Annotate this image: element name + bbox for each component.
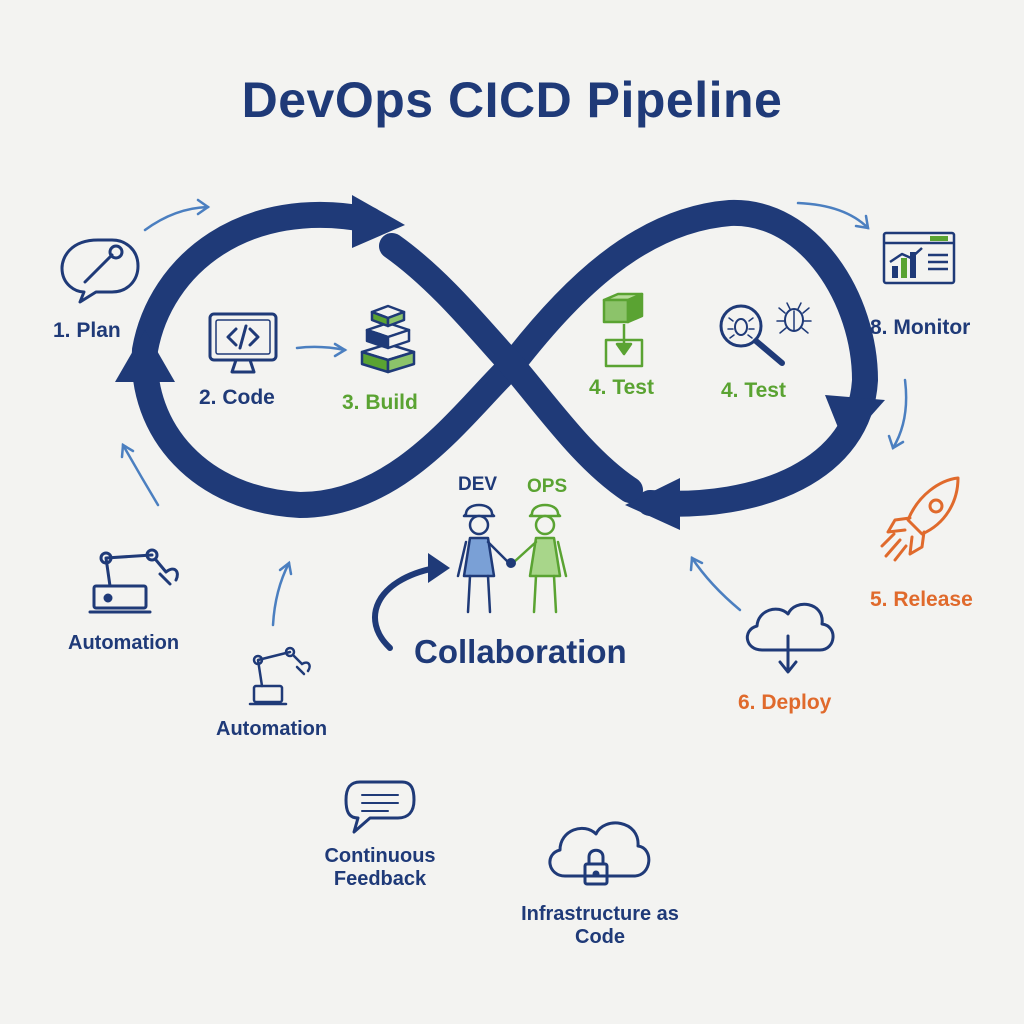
practice-label-collaboration: Collaboration xyxy=(414,633,627,670)
flow-arrow-automation-2 xyxy=(271,561,291,627)
loop-left-arc xyxy=(131,202,525,519)
practice-label-iac: Infrastructure as Code xyxy=(500,903,700,949)
flow-arrow-automation-1 xyxy=(121,443,160,507)
stage-label-plan: 1. Plan xyxy=(53,319,121,342)
robot-arm-icon xyxy=(88,548,179,614)
collaboration-arrow xyxy=(372,553,450,651)
robot-arm-icon-2 xyxy=(248,646,311,706)
stage-label-test-b: 4. Test xyxy=(721,379,786,402)
stage-label-code: 2. Code xyxy=(199,386,275,409)
handshake-icon xyxy=(506,558,516,568)
loop-right-arc xyxy=(499,199,879,517)
stage-label-build: 3. Build xyxy=(342,391,418,414)
stacked-blocks-icon xyxy=(360,304,416,374)
arrowhead-left-up xyxy=(115,330,175,382)
wrench-speech-icon xyxy=(60,238,140,304)
dev-worker xyxy=(456,503,510,614)
chat-bubble-icon xyxy=(344,780,416,834)
arrowhead-right-down xyxy=(825,395,885,445)
feedback-line-1: Continuous xyxy=(324,845,436,867)
stage-label-deploy: 6. Deploy xyxy=(738,691,832,714)
stage-label-test-a: 4. Test xyxy=(589,376,654,399)
page-title: DevOps CICD Pipeline xyxy=(241,72,783,128)
flow-arrow-release xyxy=(891,378,908,450)
role-label-dev: DEV xyxy=(458,474,498,495)
flow-arrow-code-build xyxy=(295,345,347,352)
flow-arrow-plan xyxy=(143,205,210,232)
arrowhead-top-left xyxy=(352,195,405,248)
handshake-people-icon xyxy=(456,503,568,614)
loop-arrowheads xyxy=(115,195,885,530)
dashboard-icon xyxy=(882,231,956,285)
flow-arrow-deploy xyxy=(690,556,742,612)
feedback-line-2: Feedback xyxy=(333,868,427,890)
test-block-icon xyxy=(602,292,644,368)
ops-worker xyxy=(512,503,568,614)
loop-cross-stroke xyxy=(379,233,643,503)
cloud-download-icon xyxy=(746,602,835,674)
iac-line-2: Code xyxy=(575,926,625,948)
stage-label-release: 5. Release xyxy=(870,588,973,611)
practice-label-automation-1: Automation xyxy=(68,632,180,654)
magnifier-bug-icon xyxy=(719,302,812,366)
code-monitor-icon xyxy=(208,312,278,374)
arrowhead-bottom-left xyxy=(625,478,680,530)
role-label-ops: OPS xyxy=(527,476,568,497)
practice-label-feedback: Continuous Feedback xyxy=(300,845,460,891)
rocket-icon xyxy=(880,476,960,562)
iac-line-1: Infrastructure as xyxy=(521,903,679,925)
stage-label-monitor: 8. Monitor xyxy=(870,316,971,339)
practice-label-automation-2: Automation xyxy=(216,718,328,740)
flow-arrows xyxy=(120,198,908,627)
flow-arrow-monitor xyxy=(796,201,870,230)
infinity-loop xyxy=(131,199,879,519)
cloud-lock-icon xyxy=(548,821,651,886)
